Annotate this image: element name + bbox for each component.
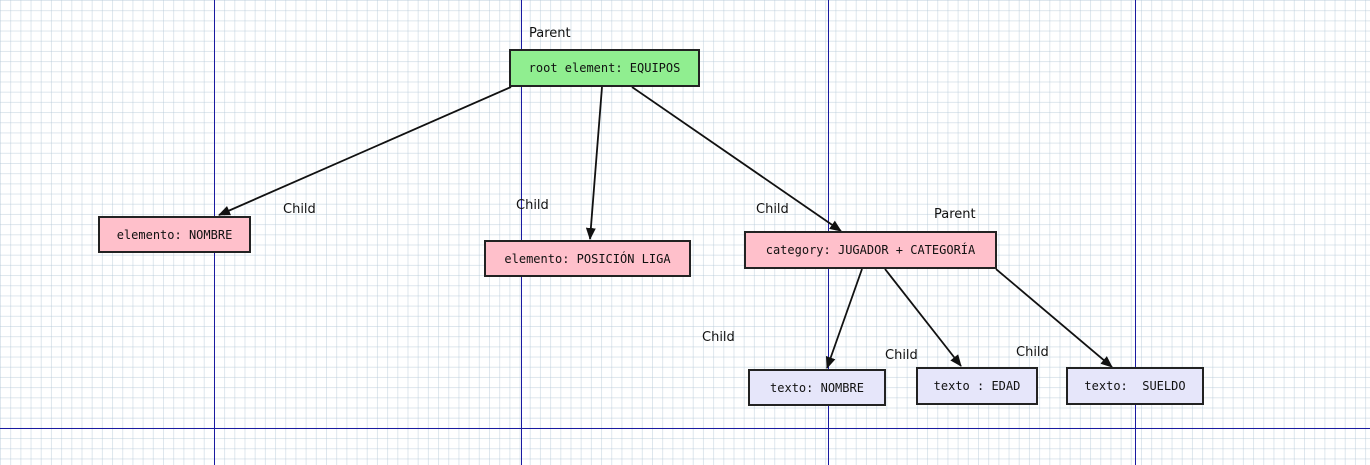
guide-line-vertical [1135,0,1136,465]
node-elemento-nombre[interactable]: elemento: NOMBRE [98,216,251,253]
edge-root-nombre[interactable] [218,86,512,216]
node-category-jugador[interactable]: category: JUGADOR + CATEGORÍA [744,231,997,269]
child-label-nombre: Child [283,202,316,217]
edge-category-texto-sueldo[interactable] [995,268,1113,368]
guide-line-horizontal [0,428,1370,429]
node-texto-nombre[interactable]: texto: NOMBRE [748,369,886,406]
edge-root-posicion[interactable] [585,86,603,240]
child-label-posicion: Child [516,198,549,213]
node-texto-edad[interactable]: texto : EDAD [916,367,1038,405]
parent-label-category: Parent [934,207,976,222]
child-label-category: Child [756,202,789,217]
node-texto-sueldo[interactable]: texto: SUELDO [1066,367,1204,405]
edge-category-texto-nombre[interactable] [825,268,863,369]
node-elemento-posicion-liga[interactable]: elemento: POSICIÓN LIGA [484,240,691,277]
parent-label-root: Parent [529,26,571,41]
edge-root-category[interactable] [631,86,842,232]
edge-category-texto-edad[interactable] [884,268,962,367]
guide-line-vertical [521,0,522,465]
node-root-equipos[interactable]: root element: EQUIPOS [509,49,700,87]
child-label-texto-nombre: Child [702,330,735,345]
child-label-texto-sueldo: Child [1016,345,1049,360]
child-label-texto-edad: Child [885,348,918,363]
